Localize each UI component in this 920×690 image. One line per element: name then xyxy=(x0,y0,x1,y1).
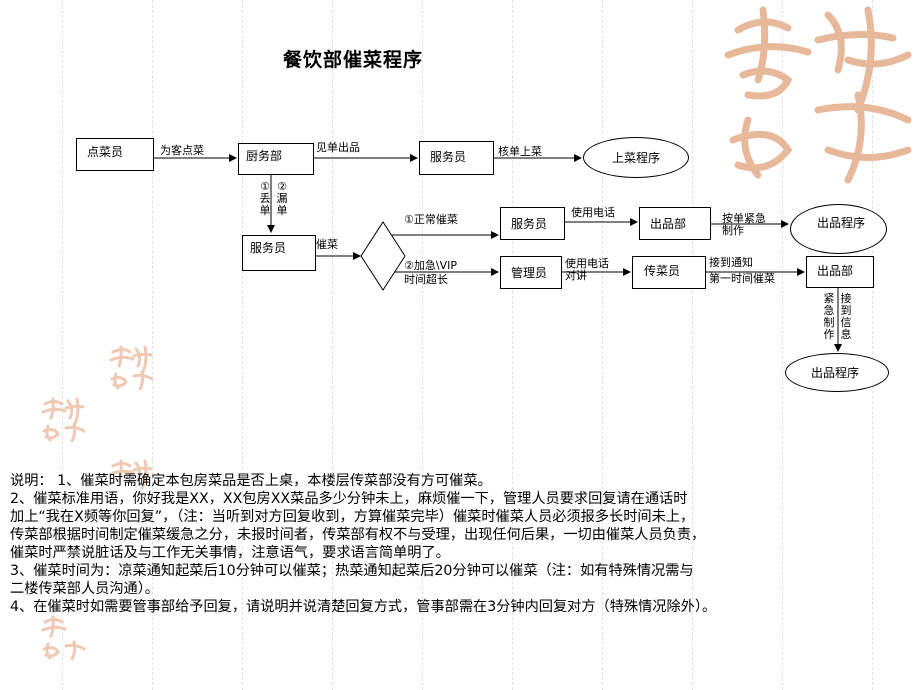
calligraphy-logo-large xyxy=(724,6,912,184)
background-line xyxy=(332,0,334,690)
node-chupin-chengxu-bottom: 出品程序 xyxy=(785,353,889,392)
edge-label-cuicai: 催菜 xyxy=(316,238,338,251)
node-fuwuyuan-left: 服务员 xyxy=(242,235,316,271)
node-chupinbu-right: 出品部 xyxy=(806,256,874,288)
edge-label-jiedao-xinxi: 接到信息 xyxy=(840,292,852,341)
calligraphy-logo-small xyxy=(109,459,153,490)
page-title: 餐饮部催菜程序 xyxy=(283,49,424,71)
note-line: 3、催菜时间为：凉菜通知起菜后10分钟可以催菜；热菜通知起菜后20分钟可以催菜（… xyxy=(10,563,694,579)
node-fuwuyuan-mid: 服务员 xyxy=(500,207,565,240)
background-line xyxy=(422,0,424,690)
background-line xyxy=(62,0,64,690)
note-line: 2、催菜标准用语，你好我是XX，XX包房XX菜品多少分钟未上，麻烦催一下，管理人… xyxy=(10,491,688,507)
node-diancaiyuan: 点菜员 xyxy=(76,138,154,171)
edge-label-diu-dan: ①丢单 xyxy=(259,180,271,217)
edge-label-shiyong-dianhua-duijiang: 使用电话对讲 xyxy=(565,257,609,282)
calligraphy-logo-small xyxy=(41,397,86,442)
node-chupin-chengxu-mid: 出品程序 xyxy=(790,204,887,254)
background-line xyxy=(692,0,694,690)
background-line xyxy=(872,0,874,690)
node-chufangbu: 厨务部 xyxy=(238,143,314,175)
calligraphy-logo-small xyxy=(41,615,86,661)
note-line: 二楼传菜部人员沟通）。 xyxy=(10,581,159,597)
background-line xyxy=(512,0,514,690)
note-line: 传菜部根据时间制定催菜缓急之分，未报时间者，传菜部有权不与受理，出现任何后果，一… xyxy=(10,527,706,543)
note-line: 催菜时严禁说脏话及与工作无关事情，注意语气，要求语言简单明了。 xyxy=(10,545,450,561)
note-line: 4、在催菜时如需要管事部给予回复，请说明并说清楚回复方式，管事部需在3分钟内回复… xyxy=(10,599,717,615)
edge-label-jiedao-tongzhi: 接到通知 xyxy=(709,256,753,269)
note-line: 说明： 1、催菜时需确定本包房菜品是否上桌，本楼层传菜部没有方可催菜。 xyxy=(10,473,492,489)
node-chupinbu-mid: 出品部 xyxy=(639,207,711,240)
background-line xyxy=(152,0,154,690)
edge-label-shijian-chaochang: 时间超长 xyxy=(404,273,448,286)
edge-label-wei-ke-diancai: 为客点菜 xyxy=(160,144,204,157)
edge-label-lou-dan: ②漏单 xyxy=(276,180,288,217)
edge-label-jinji-zhizuo: 紧急制作 xyxy=(823,292,835,341)
decision-diamond xyxy=(360,221,406,291)
node-chuancaiyuan: 传菜员 xyxy=(632,256,706,289)
edge-label-hedan-shangcai: 核单上菜 xyxy=(498,145,542,158)
flow-connectors xyxy=(154,154,842,352)
edge-label-jiaji-vip: ②加急\VIP xyxy=(404,259,457,272)
notes-section: 说明： 1、催菜时需确定本包房菜品是否上桌，本楼层传菜部没有方可催菜。 2、催菜… xyxy=(10,472,910,616)
background-line xyxy=(782,0,784,690)
edge-label-jiandan-chupin: 见单出品 xyxy=(316,141,360,154)
node-guanliyuan: 管理员 xyxy=(500,256,562,289)
background-line xyxy=(242,0,244,690)
note-line: 加上“我在X频等你回复”，（注：当听到对方回复收到，方算催菜完毕）催菜时催菜人员… xyxy=(10,509,695,525)
node-fuwuyuan-top: 服务员 xyxy=(419,141,494,175)
edge-label-andan-jinji-zhizuo: 按单紧急制作 xyxy=(722,212,766,237)
edge-label-diyi-shijian-cuicai: 第一时间催菜 xyxy=(709,272,775,285)
node-shangcai-chengxu: 上菜程序 xyxy=(583,137,689,178)
background-line xyxy=(602,0,604,690)
edge-label-shiyong-dianhua: 使用电话 xyxy=(571,206,615,219)
calligraphy-logo-small xyxy=(109,345,154,390)
edge-label-zhengchang-cuicai: ①正常催菜 xyxy=(404,213,458,226)
